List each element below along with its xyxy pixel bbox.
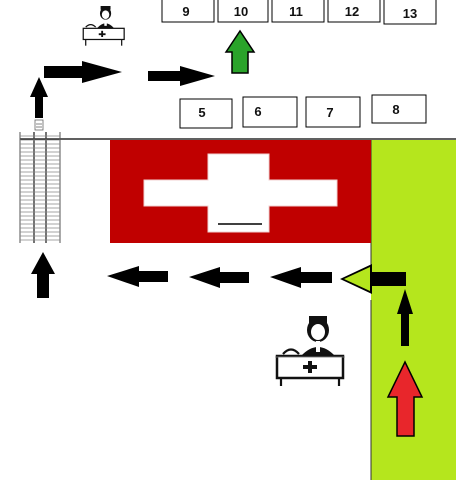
arrow-right-top-2 — [148, 66, 215, 86]
red-cross-icon — [143, 153, 338, 233]
arrow-left-1 — [107, 266, 168, 287]
nurse-at-desk-icon — [82, 6, 125, 46]
room-8: 8 — [371, 94, 427, 124]
room-6-label: 6 — [254, 104, 261, 119]
arrow-left-3 — [270, 267, 332, 288]
arrow-up-bottom-left — [31, 252, 55, 298]
room-row-middle: 5 6 7 8 — [179, 94, 427, 129]
room-10: 10 — [217, 0, 269, 23]
room-7-label: 7 — [326, 105, 333, 120]
room-9-label: 9 — [182, 4, 189, 19]
room-row-top: 9 10 11 12 13 — [161, 0, 437, 25]
room-12: 12 — [327, 0, 381, 23]
room-11-label: 11 — [289, 4, 303, 19]
room-11: 11 — [271, 0, 325, 23]
room-6: 6 — [242, 96, 298, 128]
room-5-label: 5 — [198, 105, 205, 120]
arrow-left-entry — [340, 264, 406, 294]
medical-cross-area — [110, 140, 371, 243]
room-7: 7 — [305, 96, 361, 128]
arrow-up-top-left — [30, 77, 48, 118]
start-arrow-red — [386, 360, 424, 437]
nurse-at-desk-icon — [275, 316, 345, 386]
arrow-up-corridor — [397, 289, 413, 346]
arrow-left-2 — [189, 267, 249, 288]
room-9: 9 — [161, 0, 215, 23]
stairs-symbol — [34, 119, 44, 131]
room-10-label: 10 — [234, 4, 248, 19]
destination-arrow-green — [224, 29, 256, 74]
room-12-label: 12 — [345, 4, 359, 19]
room-13: 13 — [383, 0, 437, 25]
staircase-icon — [19, 119, 61, 243]
room-5: 5 — [179, 98, 233, 129]
room-13-label: 13 — [403, 6, 417, 21]
room-8-label: 8 — [392, 102, 399, 117]
route-arrows — [30, 61, 413, 346]
arrow-right-top-1 — [44, 61, 122, 83]
